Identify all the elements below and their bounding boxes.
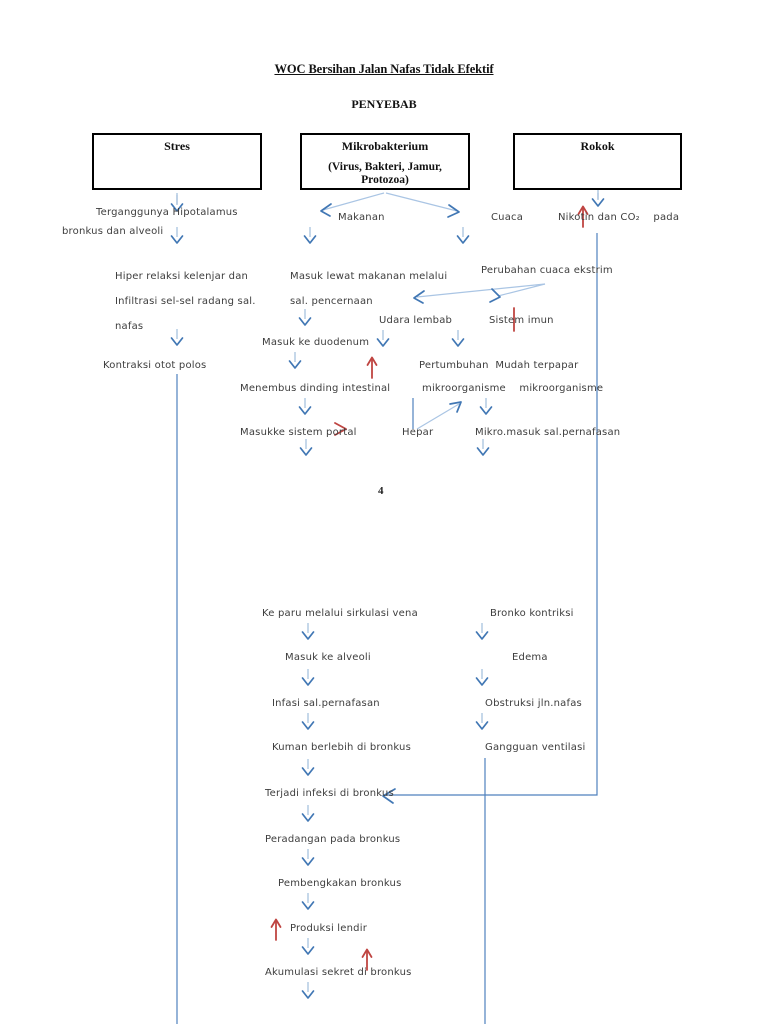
node-cuaca: Cuaca	[491, 212, 524, 223]
box-label: Mikrobakterium	[341, 139, 429, 153]
node-bronko-kontriksi: Bronko kontriksi	[490, 608, 574, 619]
node-masuk-alveoli: Masuk ke alveoli	[285, 652, 371, 663]
down-arrow-icon	[301, 937, 315, 955]
node-masuk-duodenum: Masuk ke duodenum	[262, 337, 370, 348]
section-heading: PENYEBAB	[351, 97, 417, 111]
down-arrow-icon	[479, 397, 493, 415]
down-arrow-icon	[475, 622, 489, 640]
node-sistem-portal: Masukke sistem portal	[240, 427, 357, 438]
down-arrow-icon	[301, 804, 315, 822]
page-title: WOC Bersihan Jalan Nafas Tidak Efektif	[274, 62, 494, 76]
cause-box-mikrobakterium: Mikrobakterium (Virus, Bakteri, Jamur, P…	[300, 133, 470, 190]
node-kuman-berlebih: Kuman berlebih di bronkus	[272, 742, 411, 753]
cause-box-rokok: Rokok	[513, 133, 682, 190]
down-arrow-icon	[298, 397, 312, 415]
down-arrow-icon	[301, 848, 315, 866]
node-akumulasi-sekret: Akumulasi sekret di bronkus	[265, 967, 412, 978]
down-arrow-icon	[301, 981, 315, 999]
down-arrow-icon	[301, 668, 315, 686]
box-label: (Virus, Bakteri, Jamur,	[328, 161, 442, 173]
down-arrow-icon	[288, 351, 302, 369]
node-hiper-relaksi: Hiper relaksi kelenjar dan Infiltrasi se…	[115, 271, 256, 332]
mikro-split-left-line	[322, 192, 385, 211]
node-terganggunya-hipotalamus: Terganggunya Hipotalamus bronkus dan alv…	[62, 207, 238, 237]
down-arrow-icon	[301, 892, 315, 910]
down-arrow-icon	[476, 438, 490, 456]
box-label: Stres	[164, 139, 190, 153]
down-arrow-icon	[376, 329, 390, 347]
node-makanan: Makanan	[338, 212, 385, 223]
down-arrow-icon	[303, 226, 317, 244]
node-nikotin-co2: Nikotin dan CO₂ pada	[558, 212, 680, 223]
arrowhead-right-icon	[489, 288, 501, 303]
page-number: 4	[378, 485, 384, 497]
node-edema: Edema	[512, 652, 548, 663]
node-gangguan-ventilasi: Gangguan ventilasi	[485, 742, 586, 753]
node-perubahan-cuaca: Perubahan cuaca ekstrim	[481, 265, 613, 276]
node-terjadi-infeksi: Terjadi infeksi di bronkus	[265, 788, 394, 799]
node-menembus-intestinal: Menembus dinding intestinal	[240, 383, 391, 394]
node-masuk-lewat-makanan: Masuk lewat makanan melalui sal. pencern…	[290, 271, 448, 307]
cause-box-stres: Stres	[92, 133, 262, 190]
node-udara-lembab: Udara lembab	[379, 315, 453, 326]
down-arrow-icon	[301, 758, 315, 776]
down-arrow-icon	[451, 329, 465, 347]
node-sistem-imun: Sistem imun	[489, 315, 554, 326]
down-arrow-icon	[475, 712, 489, 730]
increase-arrow-icon	[366, 356, 378, 379]
node-pertumbuhan-mudah-terpapar: Pertumbuhan Mudah terpapar	[419, 360, 579, 371]
arrowhead-right-icon	[447, 204, 460, 218]
down-arrow-icon	[591, 189, 605, 207]
down-arrow-icon	[301, 712, 315, 730]
node-pembengkakan-bronkus: Pembengkakan bronkus	[278, 878, 402, 889]
arrowhead-left-icon	[320, 203, 332, 217]
node-obstruksi-jalan-nafas: Obstruksi jln.nafas	[485, 698, 582, 709]
increase-arrow-icon	[270, 918, 282, 941]
node-mikro-masuk-pernafasan: Mikro.masuk sal.pernafasan	[475, 427, 621, 438]
node-ke-paru: Ke paru melalui sirkulasi vena	[262, 608, 418, 619]
node-peradangan-bronkus: Peradangan pada bronkus	[265, 834, 401, 845]
mikro-split-right-line	[385, 192, 458, 212]
node-infasi-pernafasan: Infasi sal.pernafasan	[272, 698, 380, 709]
cuaca-split-right-line	[497, 283, 546, 297]
arrowhead-up-right-icon	[449, 401, 462, 413]
box-label: Protozoa)	[361, 174, 409, 186]
down-arrow-icon	[475, 668, 489, 686]
down-arrow-icon	[299, 438, 313, 456]
down-arrow-icon	[456, 226, 470, 244]
down-arrow-icon	[301, 622, 315, 640]
box-label: Rokok	[580, 139, 615, 153]
node-mikroorganisme: mikroorganisme mikroorganisme	[422, 383, 604, 394]
node-produksi-lendir: Produksi lendir	[290, 923, 368, 934]
node-hepar: Hepar	[402, 427, 434, 438]
node-kontraksi-otot: Kontraksi otot polos	[103, 360, 207, 371]
